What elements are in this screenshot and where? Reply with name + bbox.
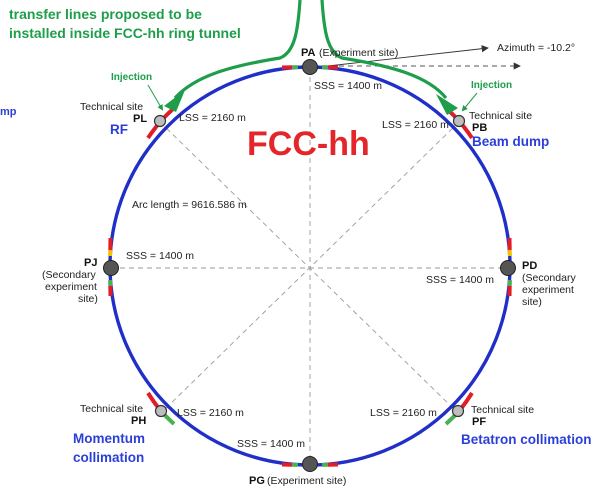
transfer-lines — [173, 0, 448, 100]
diagonal-line-pb-ph — [161, 121, 460, 413]
site-marker-pb — [452, 114, 466, 128]
site-pj-desc-2: experiment — [45, 281, 97, 293]
site-pj-desc-3: site) — [78, 293, 98, 305]
site-pl-tech: Technical site — [80, 101, 143, 113]
site-pb-role: Beam dump — [472, 134, 549, 149]
site-ph-role-1: Momentum — [73, 431, 145, 446]
transfer-line-left — [173, 0, 302, 100]
sss-label-pj: SSS = 1400 m — [126, 250, 194, 262]
site-pa-code: PA — [301, 47, 316, 59]
site-marker-ph — [154, 404, 168, 418]
sss-label-pd: SSS = 1400 m — [426, 274, 494, 286]
injection-pointer-right — [461, 92, 478, 112]
cut-off-label: mp — [0, 106, 17, 118]
site-marker-pd — [500, 260, 516, 276]
site-pd-code: PD — [522, 260, 537, 272]
site-pd-desc-3: site) — [522, 296, 542, 308]
injection-label-left: Injection — [111, 72, 152, 83]
lss-label-pb: LSS = 2160 m — [382, 119, 449, 131]
site-pf-tech: Technical site — [471, 404, 534, 416]
site-pj-desc-1: (Secondary — [42, 269, 96, 281]
site-pj-code: PJ — [84, 257, 97, 269]
transfer-arrowhead-left — [164, 90, 185, 112]
header-line-2: installed inside FCC-hh ring tunnel — [9, 25, 241, 41]
site-ph-role-2: collimation — [73, 450, 144, 465]
site-points — [103, 59, 516, 472]
header-line-1: transfer lines proposed to be — [9, 6, 202, 22]
site-pf-code: PF — [472, 416, 486, 428]
site-pd-desc-1: (Secondary — [522, 272, 576, 284]
site-ph-tech: Technical site — [80, 403, 143, 415]
site-pa-desc: (Experiment site) — [319, 47, 398, 59]
azimuth-arrow — [309, 45, 489, 69]
site-marker-pf — [451, 404, 465, 418]
site-ph-code: PH — [131, 415, 146, 427]
site-pl-code: PL — [133, 113, 147, 125]
site-marker-pa — [302, 59, 318, 75]
transfer-line-right — [320, 0, 448, 100]
lss-label-ph: LSS = 2160 m — [177, 407, 244, 419]
site-marker-pl — [153, 114, 167, 128]
site-marker-pg — [302, 456, 318, 472]
sss-label-pg: SSS = 1400 m — [237, 438, 305, 450]
azimuth-label: Azimuth = -10.2° — [497, 42, 575, 54]
injection-pointer-left — [147, 84, 164, 111]
lss-label-pf: LSS = 2160 m — [370, 407, 437, 419]
site-pg-code: PG — [249, 475, 265, 487]
site-pd-desc-2: experiment — [522, 284, 574, 296]
transfer-arrowhead-right — [436, 94, 458, 115]
dashed-guide-lines — [111, 62, 521, 464]
site-pg-desc: (Experiment site) — [267, 475, 346, 487]
site-pl-role: RF — [110, 122, 128, 137]
injection-label-right: Injection — [471, 80, 512, 91]
lss-label-pl: LSS = 2160 m — [179, 112, 246, 124]
site-pb-code: PB — [472, 122, 487, 134]
site-pf-role: Betatron collimation — [461, 432, 592, 447]
diagram-title: FCC-hh — [247, 125, 370, 163]
sss-label-pa: SSS = 1400 m — [314, 80, 382, 92]
site-pb-tech: Technical site — [469, 110, 532, 122]
site-marker-pj — [103, 260, 119, 276]
diagonal-line-pl-pf — [159, 121, 458, 413]
arc-length-label: Arc length = 9616.586 m — [132, 199, 247, 211]
